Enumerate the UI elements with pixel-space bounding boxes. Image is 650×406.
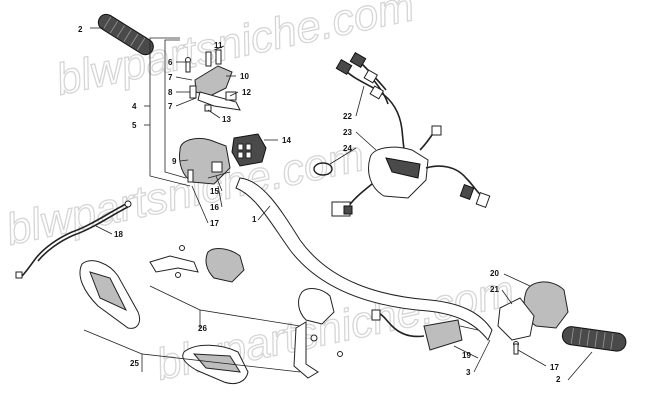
callout-10: 10 [240, 72, 249, 81]
left-switch-housing [179, 133, 267, 185]
callout-6: 6 [168, 58, 173, 67]
callout-labels: 1 2 2 3 4 5 6 7 7 8 9 10 11 12 13 14 15 … [78, 25, 561, 384]
callout-3: 3 [466, 368, 471, 377]
callout-17-right: 17 [550, 363, 559, 372]
callout-11: 11 [214, 41, 223, 50]
callout-21: 21 [490, 285, 499, 294]
right-handguard [182, 344, 249, 385]
callout-22: 22 [343, 112, 352, 121]
callout-14: 14 [282, 136, 291, 145]
handguard-mount-right [293, 288, 343, 379]
callout-2-left-grip: 2 [78, 25, 83, 34]
callout-16: 16 [210, 203, 219, 212]
left-grip [97, 13, 154, 56]
callout-25: 25 [130, 359, 139, 368]
right-harness [371, 309, 479, 351]
callout-9: 9 [172, 157, 177, 166]
callout-17-left: 17 [210, 219, 219, 228]
callout-20: 20 [490, 269, 499, 278]
callout-1: 1 [252, 215, 257, 224]
handguard-mount-left [149, 245, 245, 283]
callout-5: 5 [132, 121, 137, 130]
callout-19: 19 [462, 351, 471, 360]
throttle-housing [331, 125, 491, 217]
callout-13: 13 [222, 115, 231, 124]
callout-7-upper: 7 [168, 73, 173, 82]
callout-26: 26 [198, 324, 207, 333]
left-handguard [79, 260, 141, 329]
wiring-harness [335, 51, 405, 151]
o-ring [313, 162, 333, 176]
callout-23: 23 [343, 128, 352, 137]
brake-lever-assembly [185, 49, 241, 112]
callout-8: 8 [168, 88, 173, 97]
callout-24: 24 [343, 144, 352, 153]
callout-18: 18 [114, 230, 123, 239]
callout-2-right-grip: 2 [556, 375, 561, 384]
right-grip [561, 326, 627, 352]
right-switch-housing [497, 281, 569, 355]
leader-lines [83, 27, 593, 381]
callout-15: 15 [210, 187, 219, 196]
handlebar [235, 177, 493, 341]
callout-12: 12 [242, 88, 251, 97]
brake-cable [15, 200, 132, 279]
callout-4: 4 [132, 102, 137, 111]
callout-7-lower: 7 [168, 102, 173, 111]
bracket-4-5 [149, 37, 191, 187]
